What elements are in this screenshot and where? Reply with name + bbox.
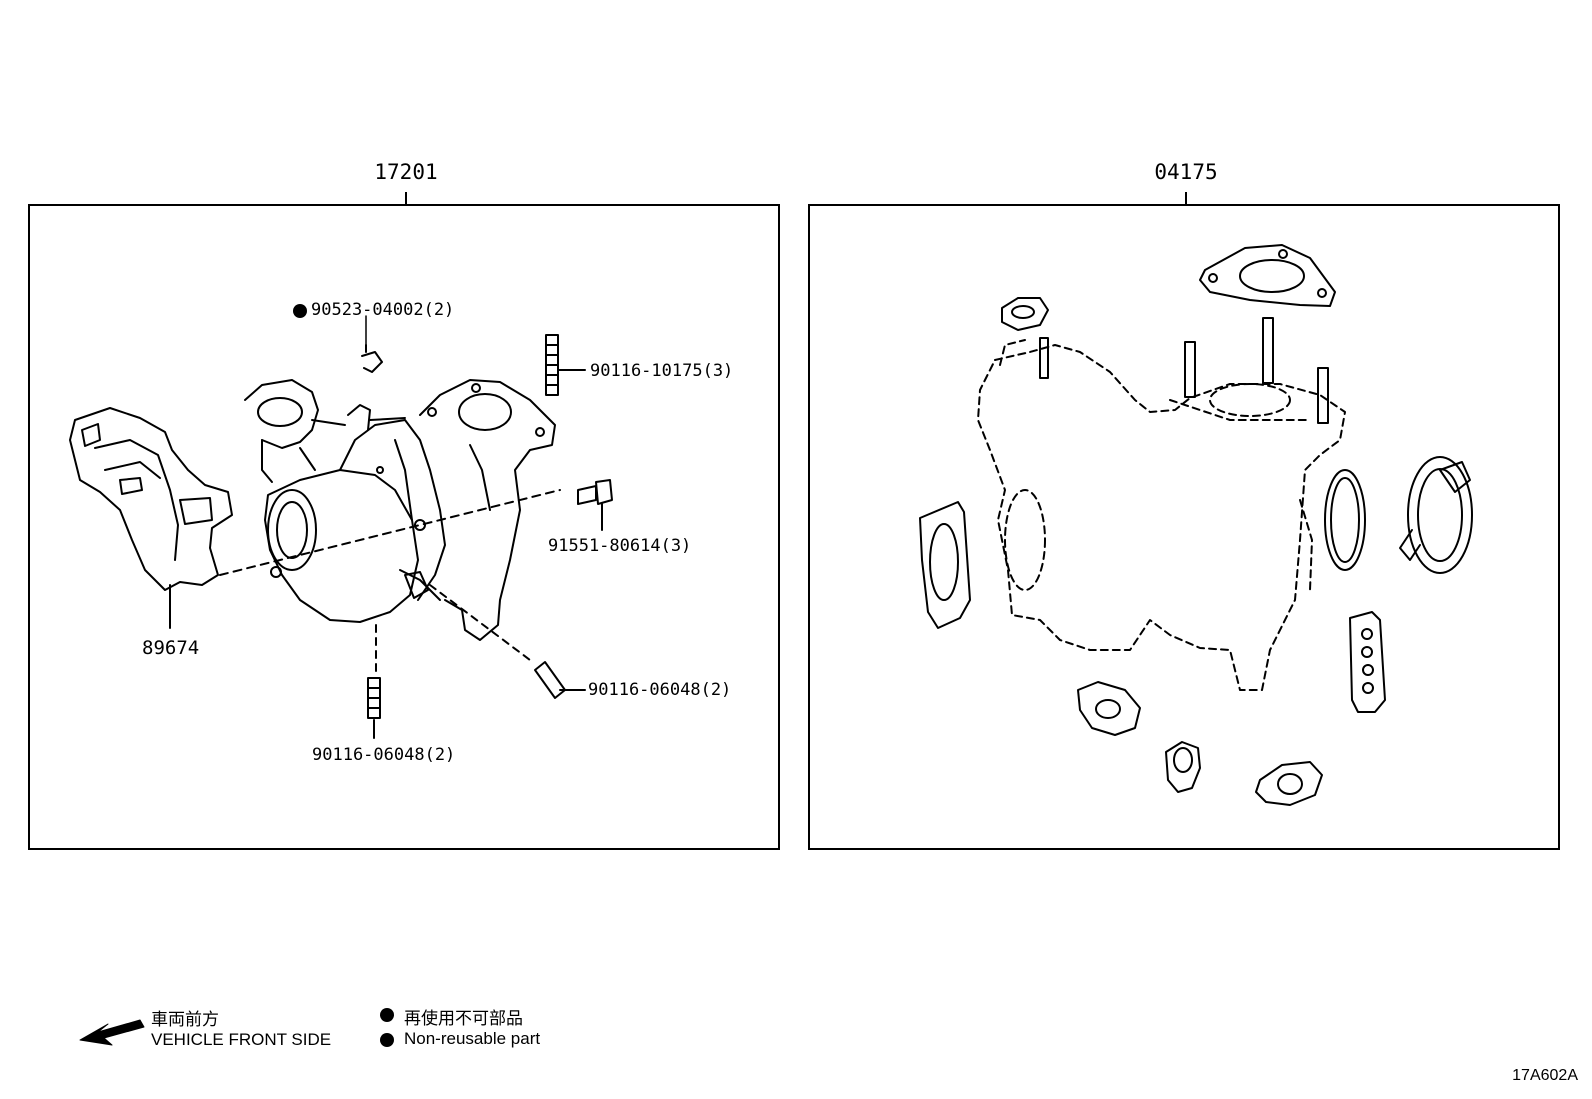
legend-front-jp: 車両前方	[151, 1010, 219, 1029]
stud-illustration-diagonal	[429, 584, 586, 699]
part-number-bolt[interactable]: 91551-80614(3)	[548, 536, 692, 556]
non-reusable-marker-icon	[293, 304, 307, 318]
oil-inlet-gasket-illustration	[1077, 681, 1141, 736]
inlet-gasket-illustration	[919, 501, 971, 629]
part-number-stud-diagonal[interactable]: 90116-06048(2)	[588, 680, 732, 700]
v-band-clamp-illustration	[1399, 456, 1473, 574]
group-label-leader	[1185, 192, 1187, 204]
group-label-leader	[405, 192, 407, 204]
arrow-left-icon	[79, 1019, 145, 1046]
hose-illustration	[1165, 741, 1201, 793]
clip-illustration	[361, 315, 383, 373]
actuator-illustration	[69, 407, 233, 591]
legend-nonreuse-en: Non-reusable part	[404, 1029, 541, 1048]
filled-circle-icon	[380, 1008, 394, 1022]
group-number-17201: 17201	[374, 160, 438, 184]
part-number-stud-lower[interactable]: 90116-06048(2)	[312, 745, 456, 765]
diagram-code: 17A602A	[1512, 1067, 1578, 1084]
turbocharger-assembly-panel	[28, 204, 780, 850]
stud-illustration-upper	[545, 334, 586, 396]
small-gasket-illustration	[1001, 297, 1049, 331]
studs-right	[1039, 317, 1329, 424]
oil-gasket-plate-illustration	[1349, 611, 1386, 713]
part-number-clip[interactable]: 90523-04002(2)	[311, 300, 455, 320]
turbo-housing-illustration	[244, 379, 556, 641]
engine-housing-outline	[977, 339, 1346, 691]
filled-circle-icon	[380, 1033, 394, 1047]
stud-illustration-lower	[367, 624, 381, 739]
oil-outlet-gasket-illustration	[1255, 761, 1323, 806]
part-number-stud-upper[interactable]: 90116-10175(3)	[590, 361, 734, 381]
legend-front-en: VEHICLE FRONT SIDE	[151, 1030, 332, 1049]
o-ring-illustration	[1324, 469, 1366, 571]
bolt-illustration	[577, 479, 613, 531]
turbo-outlet-gasket-illustration	[1199, 244, 1336, 307]
part-number-actuator[interactable]: 89674	[142, 637, 200, 659]
gasket-kit-panel	[808, 204, 1560, 850]
legend-nonreuse-jp: 再使用不可部品	[404, 1009, 523, 1028]
group-number-04175: 04175	[1154, 160, 1218, 184]
